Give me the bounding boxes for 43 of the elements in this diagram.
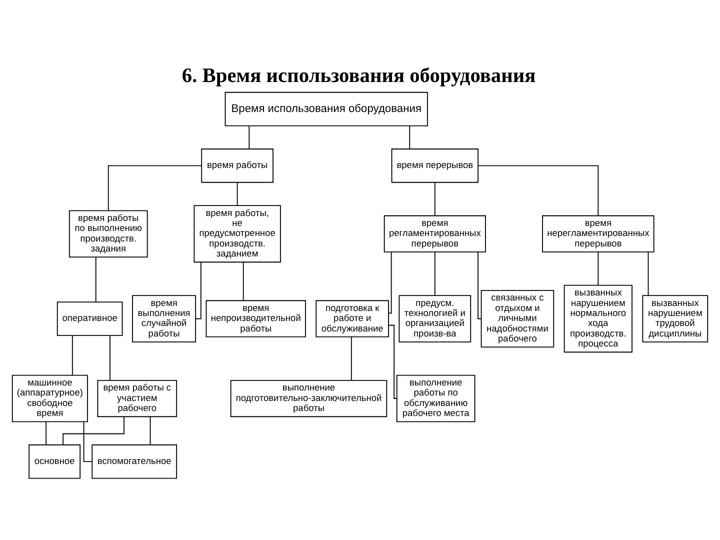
connector — [409, 125, 410, 149]
connector — [195, 261, 202, 319]
node-box: связанных с отдыхом и личными надобностями рабочего — [480, 289, 554, 347]
connector — [242, 261, 244, 301]
node-box: время работы — [201, 148, 274, 182]
node-box: оперативное — [56, 301, 123, 336]
node-box: вызванных нарушением нормального хода производств. процесса — [564, 284, 632, 352]
connector — [598, 251, 599, 286]
connector — [248, 125, 250, 149]
connector — [150, 416, 151, 444]
node-box: время непроизводительной работы — [206, 300, 306, 337]
node-box: время работы по выполнению производств. задания — [68, 210, 148, 258]
connector — [95, 256, 96, 302]
connector — [478, 251, 482, 319]
connector — [62, 416, 124, 445]
node-box: время работы, не предусмотренное производств. заданием — [194, 204, 281, 262]
node-box: вспомогательное — [92, 444, 178, 478]
node-box: машинное (аппаратурное) свободное время — [12, 374, 88, 422]
connector — [236, 182, 238, 206]
node-box: вызванных нарушением трудовой дисциплины — [642, 294, 708, 342]
node-box: время работы с участием рабочего — [97, 379, 178, 417]
connector — [388, 251, 392, 314]
connector — [434, 182, 436, 216]
connector — [388, 324, 398, 398]
connector — [72, 334, 73, 376]
connector — [478, 164, 599, 216]
node-box: время нерегламентированных перерывов — [542, 214, 654, 252]
node-box: время регламентированных перерывов — [384, 214, 486, 252]
node-box: выполнение подготовительно-заключительной работы — [230, 379, 388, 417]
node-box: основное — [28, 444, 81, 478]
node-box: выполнение работы по обслуживанию рабочего места — [396, 374, 476, 422]
node-box: подготовка к работе и обслуживание — [316, 300, 389, 337]
connector — [648, 251, 649, 296]
diagram-title: 6. Время использования оборудования — [182, 64, 536, 86]
node-box: время выполнения случайной работы — [132, 294, 196, 342]
connector — [83, 421, 93, 462]
node-box: предусм. технологией и организацией произв-ва — [398, 294, 472, 342]
connector — [350, 336, 352, 380]
connector — [108, 164, 202, 210]
connector — [46, 421, 47, 445]
node-box: время перерывов — [391, 148, 478, 182]
connector — [434, 251, 436, 296]
node-box: Время использования оборудования — [224, 91, 428, 126]
